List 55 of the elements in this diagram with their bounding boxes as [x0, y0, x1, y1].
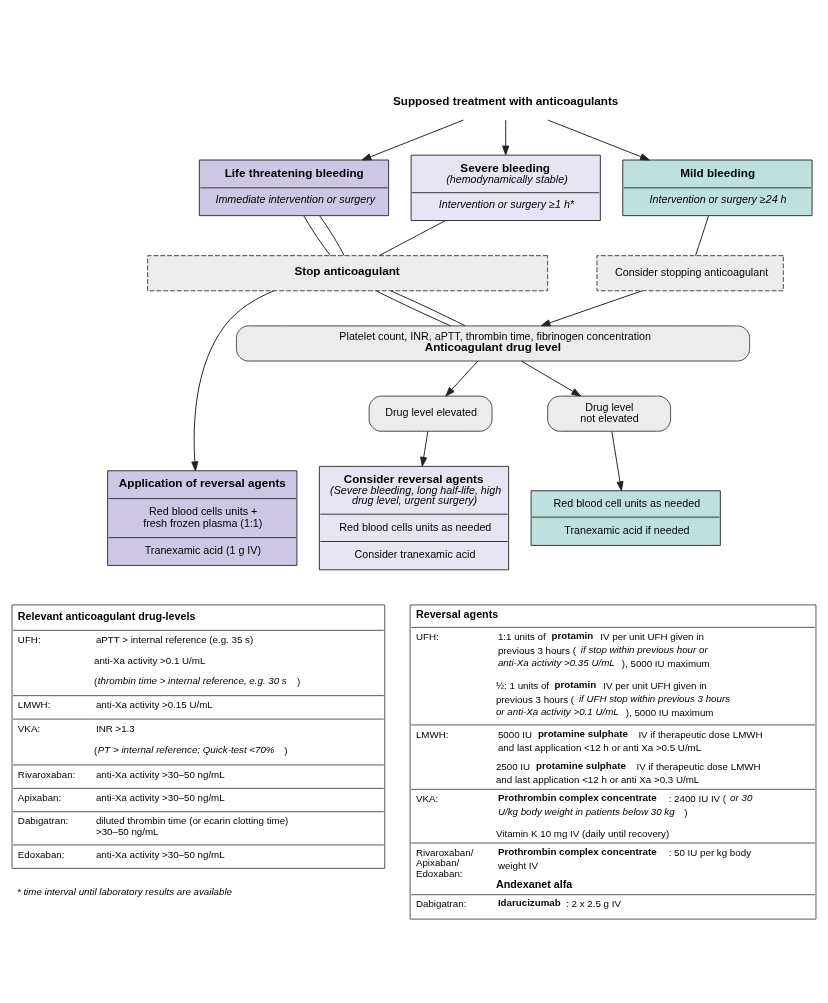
- label: 5000 IU protamine sulphate IV if therapeutic dose LMWH and last application <12 h or anti Xa >0.5 U/mL: [497, 727, 763, 753]
- label: Idarucizumab: 2 x 2.5 g IV: [497, 896, 621, 909]
- node-box: Drug level elevated: [368, 395, 493, 432]
- label: anti-Xa activity >0.1 U/mL: [93, 654, 206, 666]
- label: anti-Xa activity >30–50 ng/mL: [95, 791, 225, 803]
- label: anti-Xa activity >0.15 U/mL: [95, 698, 213, 710]
- label: aPTT > internal reference (e.g. 35 s): [95, 633, 254, 645]
- arrow: [420, 430, 429, 467]
- label: Vitamin K 10 mg IV (daily until recovery): [495, 827, 670, 839]
- label: * time interval until laboratory results are available: [16, 885, 233, 897]
- label: LMWH:: [17, 698, 51, 710]
- node-text: Supposed treatment with anticoagulants: [393, 93, 619, 107]
- label: (thrombin time > internal reference, e.g. 30 s): [93, 674, 301, 687]
- label: Dabigatran:: [17, 814, 69, 826]
- label: Rivaroxaban:: [17, 768, 76, 780]
- label: diluted thrombin time (or ecarin clotting time) >30–50 ng/mL: [95, 814, 289, 837]
- label: Dabigatran:: [415, 897, 467, 909]
- connector: [695, 214, 710, 256]
- label: Prothrombin complex concentrate: 50 IU per kg body weight IV: [497, 845, 752, 871]
- label: INR >1.3: [95, 722, 135, 734]
- label: anti-Xa activity >30–50 ng/mL: [95, 848, 225, 860]
- label: UFH:: [415, 630, 439, 642]
- connector: [390, 289, 466, 326]
- connector: [375, 289, 452, 326]
- label: ½: 1 units of protamin IV per unit UFH given in previous 3 hours (if UFH stop within previous 3 hours or anti-Xa activity >0.1 U/mL), 5000 IU maximum: [495, 678, 731, 718]
- arrow: [540, 289, 643, 326]
- node-box: Consider stopping anticoagulant: [596, 254, 784, 291]
- arrow: [502, 119, 510, 155]
- label: Prothrombin complex concentrate: 2400 IU IV (or 30 U/kg body weight in patients below 30 kg): [497, 791, 753, 818]
- arrow: [361, 119, 464, 160]
- label: 1:1 units of protamin IV per unit UFH given in previous 3 hours (if stop within previous hour or anti-Xa activity >0.35 U/mL), 5000 IU maximum: [497, 629, 710, 669]
- arrow: [611, 430, 624, 491]
- connector: [319, 214, 345, 256]
- node-box: Drug level not elevated: [547, 395, 672, 432]
- label: Apixaban:: [17, 791, 62, 803]
- label: anti-Xa activity >30–50 ng/mL: [95, 768, 225, 780]
- label: 2500 IU protamine sulphate IV if therapeutic dose LMWH and last application <12 h or anti Xa >0.3 U/mL: [495, 759, 761, 785]
- label: Andexanet alfa: [495, 877, 573, 890]
- label: UFH:: [17, 633, 41, 645]
- arrow: [520, 360, 582, 396]
- label: (PT > internal reference; Quick-test <70%): [93, 743, 288, 756]
- label: LMWH:: [415, 728, 449, 740]
- node-box: Platelet count, INR, aPTT, thrombin time, fibrinogen concentration Anticoagulant drug level: [235, 324, 751, 361]
- arrow: [445, 360, 479, 397]
- label: VKA:: [17, 722, 41, 734]
- label: Reversal agents: [415, 607, 499, 620]
- label: Relevant anticoagulant drug-levels: [17, 609, 196, 622]
- node-box: Stop anticoagulant: [147, 254, 549, 291]
- connector: [303, 214, 331, 256]
- label: VKA:: [415, 792, 439, 804]
- arrow: [191, 289, 275, 471]
- arrow: [547, 119, 650, 160]
- label: Edoxaban:: [17, 848, 65, 860]
- label: Rivaroxaban/ Apixaban/ Edoxaban:: [415, 846, 474, 879]
- connector: [378, 219, 446, 256]
